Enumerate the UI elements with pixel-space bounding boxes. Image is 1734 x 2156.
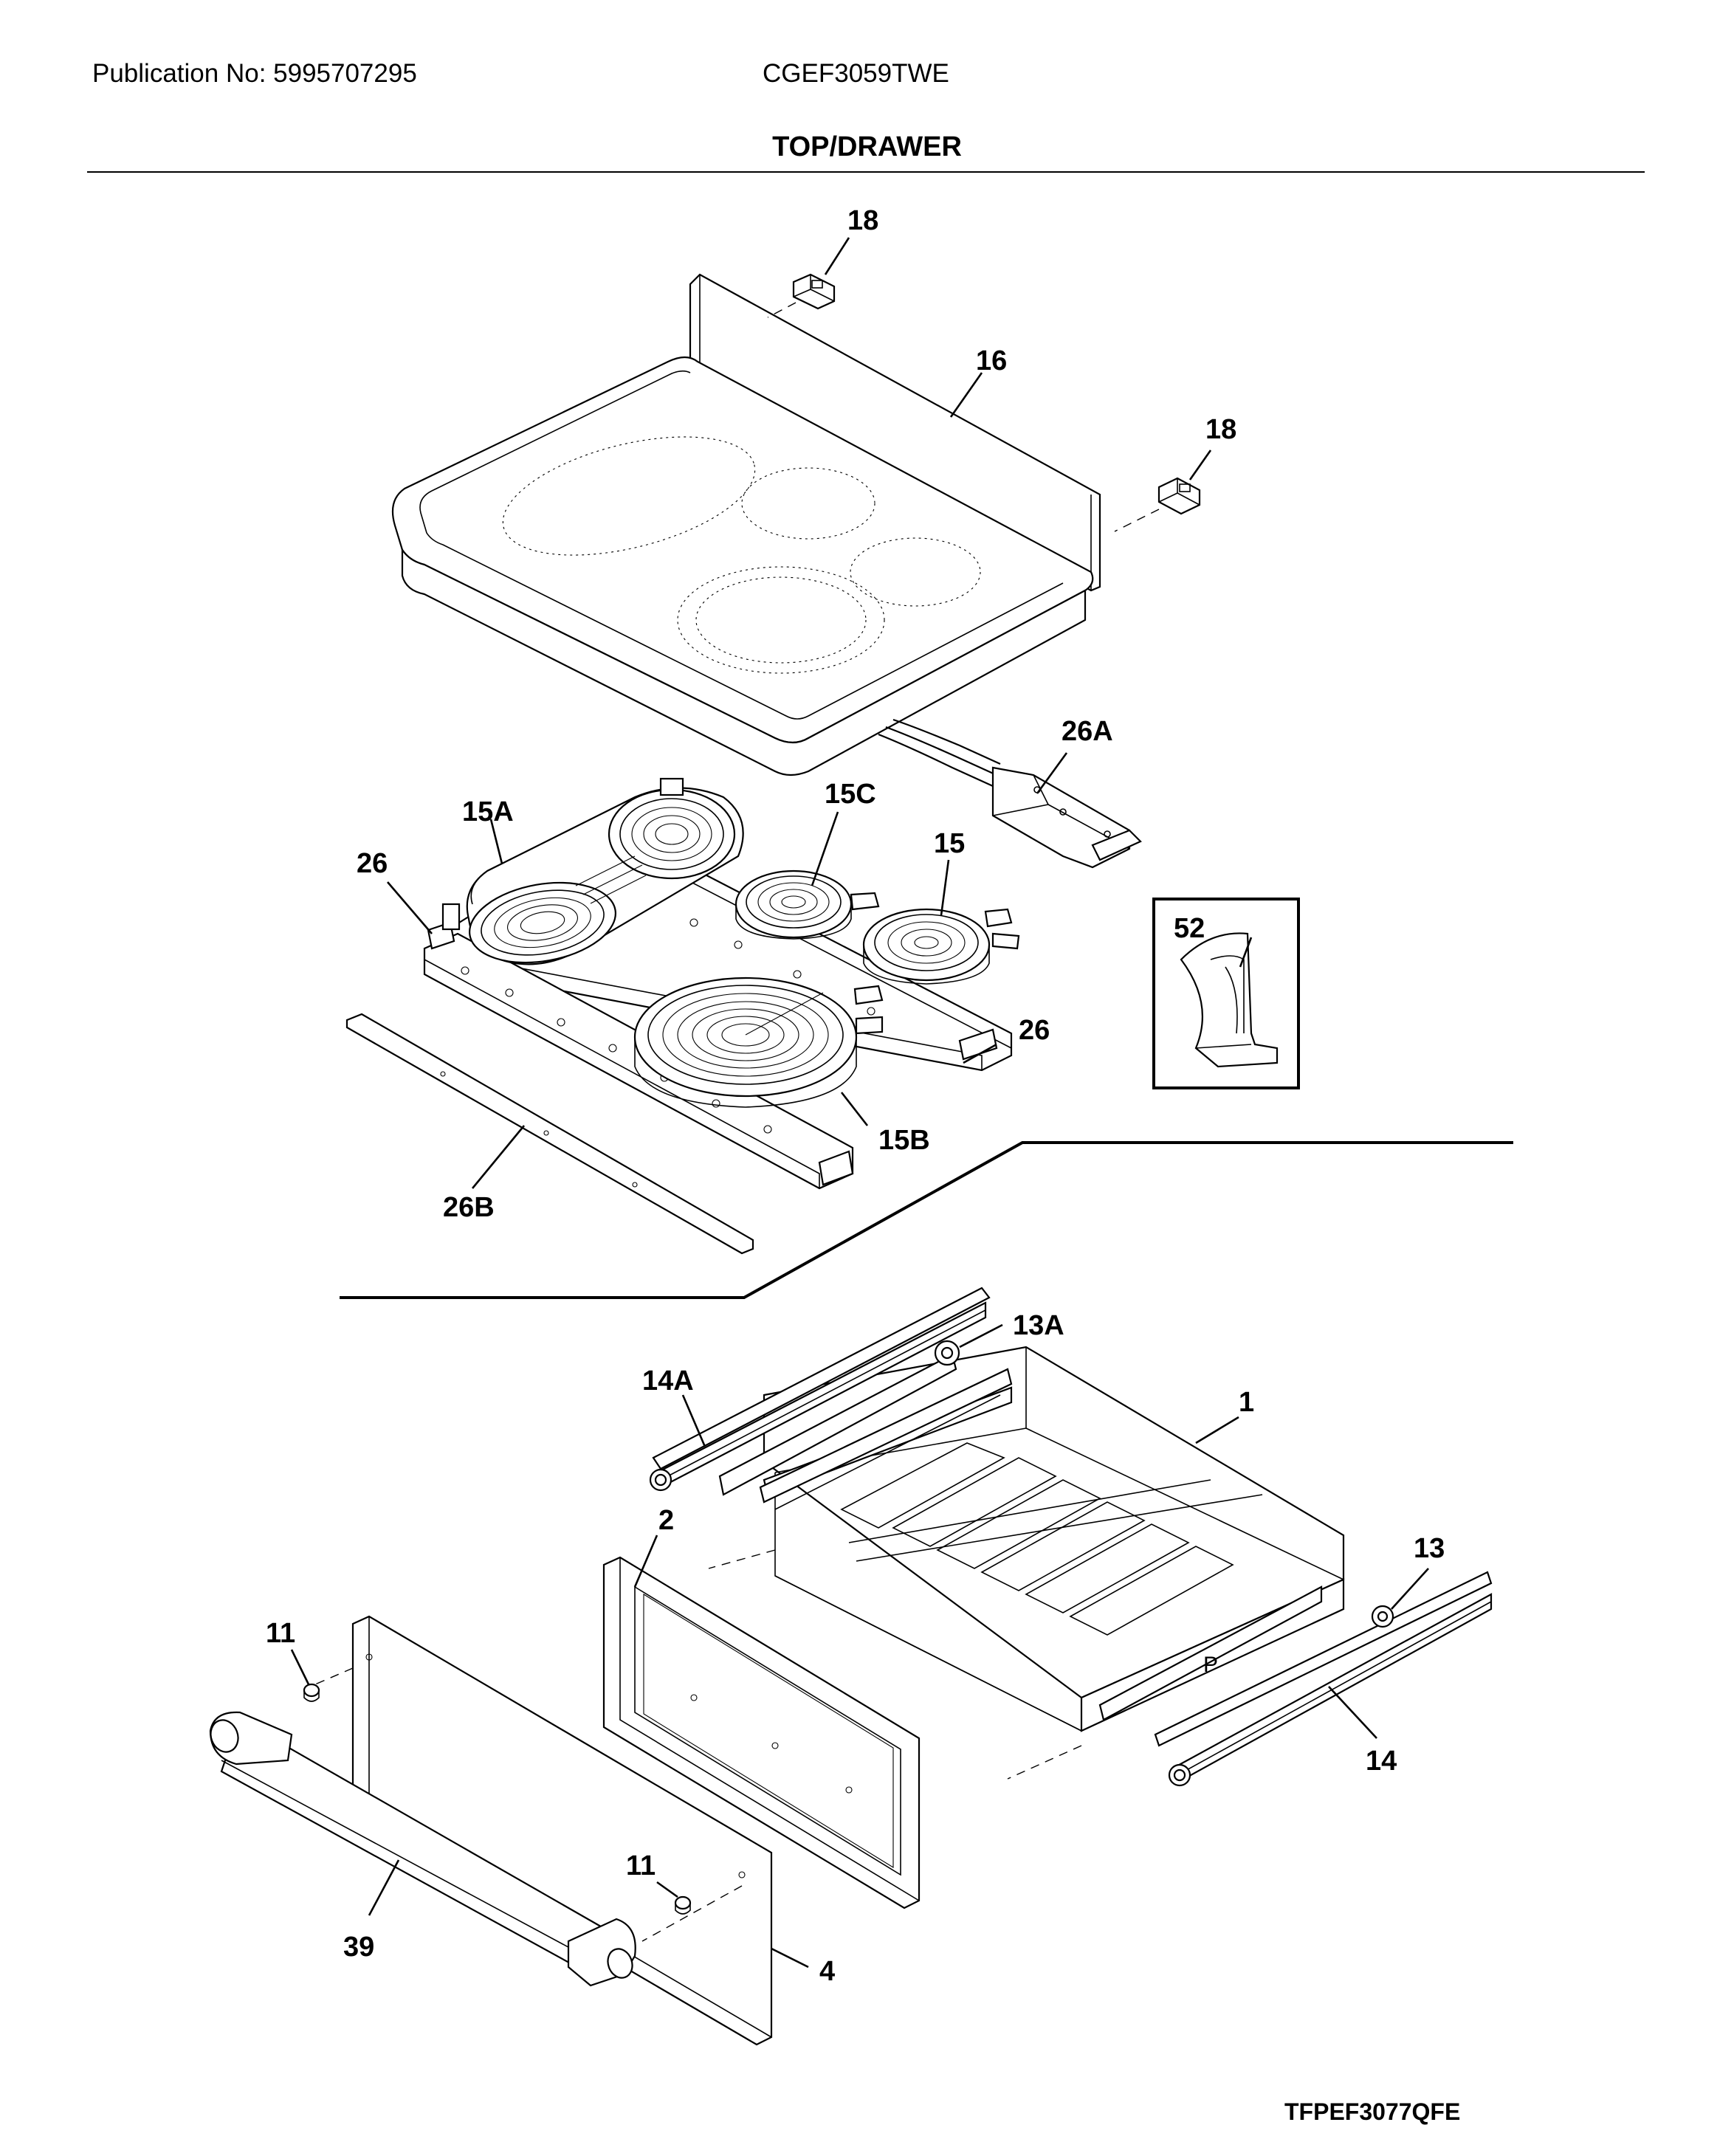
part-26a-harness-bracket bbox=[878, 718, 1142, 869]
leader-26-left bbox=[387, 881, 433, 934]
callout-15c: 15C bbox=[825, 779, 876, 810]
leader-18-left bbox=[824, 237, 850, 275]
leader-14a bbox=[681, 1394, 706, 1447]
callout-15b: 15B bbox=[878, 1125, 930, 1156]
part-15-small-element bbox=[862, 908, 1020, 985]
part-11-screw-right bbox=[674, 1895, 692, 1915]
callout-2: 2 bbox=[658, 1505, 674, 1536]
callout-1: 1 bbox=[1239, 1387, 1254, 1418]
leader-15c bbox=[811, 811, 839, 886]
callout-13: 13 bbox=[1414, 1533, 1445, 1564]
leader-1 bbox=[1195, 1416, 1239, 1444]
part-11-screw-left bbox=[303, 1683, 320, 1702]
part-15b-large-element bbox=[633, 977, 884, 1108]
leader-26a bbox=[1036, 752, 1068, 794]
part-52-inset-box bbox=[1152, 898, 1300, 1089]
callout-11-right: 11 bbox=[626, 1850, 656, 1881]
leader-11-left bbox=[290, 1649, 310, 1685]
leader-52 bbox=[1239, 937, 1253, 968]
part-26-support-rail-front bbox=[423, 921, 854, 1190]
callout-14a: 14A bbox=[642, 1365, 694, 1396]
callout-13a: 13A bbox=[1013, 1310, 1064, 1341]
callout-26b: 26B bbox=[443, 1192, 495, 1223]
callout-26-left: 26 bbox=[357, 848, 388, 879]
leader-11-right bbox=[656, 1881, 678, 1898]
leader-16 bbox=[949, 372, 983, 418]
part-39-drawer-handle bbox=[209, 1711, 636, 1987]
part-2-drawer-inner-panel bbox=[602, 1556, 921, 1909]
part-15c-small-element bbox=[734, 869, 880, 940]
drawer-rear-slide-bracket bbox=[759, 1368, 1013, 1510]
leader-18-right bbox=[1188, 450, 1212, 481]
callout-16: 16 bbox=[976, 345, 1007, 376]
callout-4: 4 bbox=[819, 1956, 835, 1987]
leader-4 bbox=[771, 1947, 809, 1969]
part-14-right-slide bbox=[1154, 1571, 1493, 1787]
part-16-cooktop bbox=[391, 273, 1101, 776]
part-13-right-roller bbox=[1371, 1605, 1394, 1628]
diagram-code: TFPEF3077QFE bbox=[1284, 2098, 1461, 2125]
leader-15b bbox=[840, 1092, 869, 1126]
leader-14 bbox=[1328, 1686, 1377, 1739]
publication-number: Publication No: 5995707295 bbox=[92, 59, 417, 88]
callout-26-right: 26 bbox=[1019, 1015, 1050, 1046]
leader-15 bbox=[940, 859, 950, 916]
part-15a-bridge-element bbox=[441, 777, 744, 965]
callout-18-right: 18 bbox=[1205, 414, 1236, 445]
callout-39: 39 bbox=[343, 1932, 374, 1963]
part-13a-left-roller bbox=[934, 1340, 960, 1366]
callout-15: 15 bbox=[934, 828, 965, 859]
leader-39 bbox=[368, 1859, 400, 1916]
callout-11-left: 11 bbox=[266, 1618, 295, 1649]
part-18-bracket-left bbox=[767, 273, 836, 318]
leader-15a bbox=[489, 819, 503, 864]
section-separator-line bbox=[340, 1141, 1513, 1299]
part-26b-trim-strip bbox=[345, 1013, 754, 1255]
leader-26b bbox=[471, 1125, 526, 1189]
callout-15a: 15A bbox=[462, 796, 514, 827]
model-number: CGEF3059TWE bbox=[763, 59, 949, 88]
leader-2 bbox=[633, 1535, 658, 1588]
leader-13a bbox=[959, 1323, 1003, 1349]
callout-18-left: 18 bbox=[847, 205, 878, 236]
part-18-bracket-right bbox=[1114, 477, 1201, 532]
header-divider bbox=[87, 171, 1645, 173]
leader-26-right bbox=[963, 1043, 997, 1064]
page-title: TOP/DRAWER bbox=[772, 131, 962, 162]
callout-26a: 26A bbox=[1062, 716, 1113, 747]
callout-52: 52 bbox=[1174, 913, 1205, 944]
callout-14: 14 bbox=[1366, 1746, 1397, 1777]
part-14a-left-slide bbox=[649, 1287, 991, 1496]
drawer-stamp-glyph: P bbox=[1203, 1653, 1218, 1677]
leader-13 bbox=[1391, 1568, 1429, 1610]
